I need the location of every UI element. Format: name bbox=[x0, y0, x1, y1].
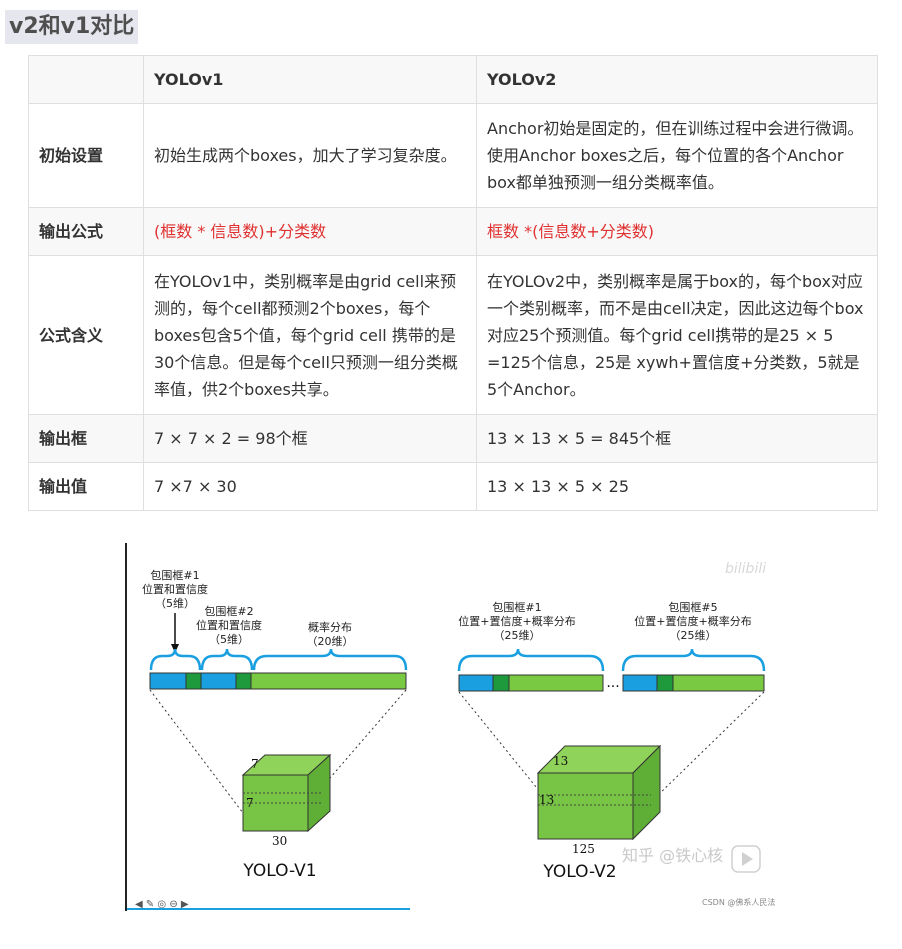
yolo-comparison-figure: bilibili 包围框#1 位置和置信度 （5维） 包围框#2 位置和置信度 … bbox=[125, 543, 780, 911]
v1-bracket-prob bbox=[252, 648, 408, 671]
cell-v1: 初始生成两个boxes，加大了学习复杂度。 bbox=[143, 103, 477, 208]
v1-box2-label: 包围框#2 bbox=[204, 605, 253, 618]
v1-bracket-box1 bbox=[149, 648, 202, 671]
row-label: 输出值 bbox=[28, 462, 144, 511]
cell-v1: 7 × 7 × 2 = 98个框 bbox=[143, 414, 477, 463]
table-header-row: YOLOv1 YOLOv2 bbox=[28, 55, 878, 104]
comparison-table: YOLOv1 YOLOv2 初始设置 初始生成两个boxes，加大了学习复杂度。… bbox=[28, 55, 878, 511]
figure-background bbox=[125, 543, 780, 911]
table-row: 初始设置 初始生成两个boxes，加大了学习复杂度。 Anchor初始是固定的，… bbox=[28, 103, 878, 208]
header-cell-empty bbox=[28, 55, 144, 104]
play-icon bbox=[742, 852, 753, 866]
v1-arrow-head bbox=[171, 644, 179, 653]
v2-box1-sub: 位置+置信度+概率分布 bbox=[458, 614, 575, 628]
row-label: 初始设置 bbox=[28, 103, 144, 208]
row-label: 公式含义 bbox=[28, 255, 144, 415]
footer-credit: CSDN @佛系人民法 bbox=[702, 897, 775, 907]
header-cell-yolov2: YOLOv2 bbox=[476, 55, 878, 104]
cell-v2-formula: 框数 *(信息数+分类数) bbox=[476, 207, 878, 256]
v2-bar1-coords bbox=[458, 674, 494, 692]
v1-cube-d-label: 30 bbox=[272, 834, 287, 848]
v1-bar-box1-conf bbox=[185, 672, 202, 690]
v1-prob-label: 概率分布 bbox=[308, 620, 352, 634]
table-row: 输出公式 (框数 * 信息数)+分类数 框数 *(信息数+分类数) bbox=[28, 207, 878, 256]
v2-bar5-conf bbox=[656, 674, 674, 692]
player-controls-icons: ◀ ✎ ◎ ⊖ ▶ bbox=[135, 899, 189, 910]
v2-box1-dim: （25维） bbox=[494, 629, 541, 642]
section-heading: v2和v1对比 bbox=[5, 10, 139, 44]
v1-caption: YOLO-V1 bbox=[242, 861, 316, 881]
cell-v2: 13 × 13 × 5 × 25 bbox=[476, 462, 878, 511]
v2-box5-sub: 位置+置信度+概率分布 bbox=[634, 614, 751, 628]
watermark-zhihu: 知乎 @铁心核 bbox=[622, 846, 723, 865]
v2-cube-h-label: 13 bbox=[553, 754, 568, 768]
v2-box5-label: 包围框#5 bbox=[668, 601, 717, 614]
v2-bracket-box1 bbox=[457, 648, 605, 672]
watermark-top: bilibili bbox=[725, 561, 766, 577]
header-cell-yolov1: YOLOv1 bbox=[143, 55, 477, 104]
v1-bar-box2-conf bbox=[235, 672, 252, 690]
v1-bracket-box2 bbox=[200, 648, 254, 671]
v1-box1-label: 包围框#1 bbox=[150, 569, 199, 582]
cell-v2: 13 × 13 × 5 = 845个框 bbox=[476, 414, 878, 463]
v2-bracket-box5 bbox=[621, 648, 766, 672]
v2-cube-d-label: 125 bbox=[572, 842, 595, 856]
v1-box2-sub: 位置和置信度 bbox=[196, 618, 262, 632]
cell-v1-formula: (框数 * 信息数)+分类数 bbox=[143, 207, 477, 256]
v1-prob-dim: （20维） bbox=[307, 635, 354, 648]
cell-v2: 在YOLOv2中，类别概率是属于box的，每个box对应一个类别概率，而不是由c… bbox=[476, 255, 878, 415]
v1-box2-dim: （5维） bbox=[209, 633, 249, 646]
figure-canvas: bilibili 包围框#1 位置和置信度 （5维） 包围框#2 位置和置信度 … bbox=[125, 543, 780, 911]
v2-bar1-conf bbox=[492, 674, 510, 692]
cell-v1: 在YOLOv1中，类别概率是由grid cell来预测的，每个cell都预测2个… bbox=[143, 255, 477, 415]
v1-bar-box2-coords bbox=[200, 672, 237, 690]
v1-bar-box1-coords bbox=[149, 672, 187, 690]
v1-projection-right bbox=[329, 689, 407, 779]
cell-v1: 7 ×7 × 30 bbox=[143, 462, 477, 511]
v2-bar1-prob bbox=[508, 674, 604, 692]
v2-box5-dim: （25维） bbox=[670, 629, 717, 642]
v2-box1-label: 包围框#1 bbox=[492, 601, 541, 614]
v2-projection-right bbox=[654, 691, 765, 799]
table-row: 输出值 7 ×7 × 30 13 × 13 × 5 × 25 bbox=[28, 462, 878, 511]
row-label: 输出框 bbox=[28, 414, 144, 463]
v1-cube-w-label: 7 bbox=[246, 796, 254, 810]
v1-bar-prob bbox=[250, 672, 407, 690]
v2-bar5-coords bbox=[622, 674, 658, 692]
v1-box1-sub: 位置和置信度 bbox=[142, 582, 208, 596]
play-icon-frame bbox=[731, 845, 761, 873]
v2-cube-front bbox=[537, 772, 634, 840]
table-row: 公式含义 在YOLOv1中，类别概率是由grid cell来预测的，每个cell… bbox=[28, 255, 878, 415]
v1-cube-h-label: 7 bbox=[251, 757, 259, 771]
row-label: 输出公式 bbox=[28, 207, 144, 256]
v2-caption: YOLO-V2 bbox=[542, 862, 616, 882]
cell-v2: Anchor初始是固定的，但在训练过程中会进行微调。使用Anchor boxes… bbox=[476, 103, 878, 208]
table-row: 输出框 7 × 7 × 2 = 98个框 13 × 13 × 5 = 845个框 bbox=[28, 414, 878, 463]
v1-projection-left bbox=[149, 689, 244, 814]
v2-cube-w-label: 13 bbox=[539, 793, 554, 807]
v2-bar5-prob bbox=[672, 674, 765, 692]
v1-box1-dim: （5维） bbox=[155, 597, 195, 610]
v2-ellipsis: ... bbox=[606, 675, 619, 691]
